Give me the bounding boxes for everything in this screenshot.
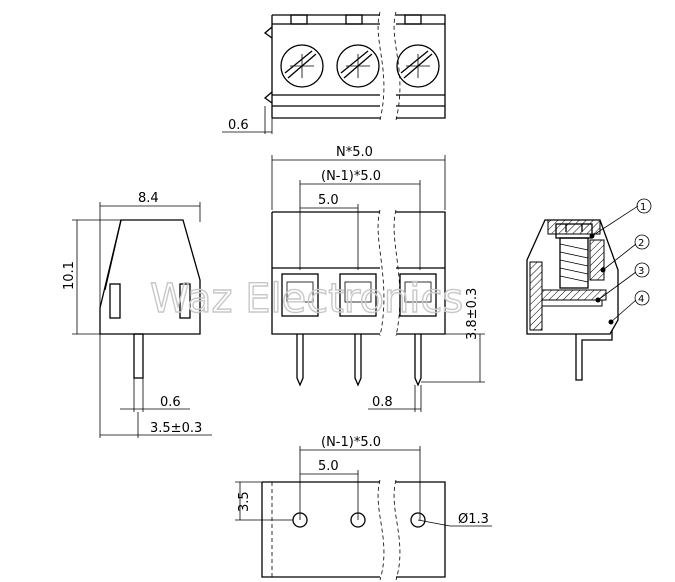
dim-bottom-pitch: 5.0 — [318, 459, 339, 474]
dim-pin-offset: 3.5±0.3 — [150, 421, 202, 436]
dim-hole-diameter: Ø1.3 — [458, 512, 489, 527]
dim-pin-length: 3.8±0.3 — [465, 288, 480, 340]
side-view: 8.4 10.1 0.6 3.5±0.3 — [62, 191, 212, 438]
watermark: Waz Electronics — [150, 276, 463, 322]
screw-head-1 — [280, 44, 324, 88]
dim-side-width: 8.4 — [138, 191, 159, 206]
dim-hole-offset: 3.5 — [237, 491, 252, 512]
dim-top-offset: 0.6 — [228, 118, 249, 133]
dim-pin-thickness: 0.8 — [372, 395, 393, 410]
screw-head-3 — [396, 44, 440, 88]
top-view: 0.6 — [222, 11, 446, 134]
section-view: 1 2 3 4 — [526, 198, 652, 381]
dim-pitch-total: N*5.0 — [336, 145, 373, 160]
callout-3: 3 — [638, 266, 644, 277]
callout-2: 2 — [638, 238, 644, 249]
dim-pin-width: 0.6 — [160, 395, 181, 410]
screw-head-2 — [336, 44, 380, 88]
dim-pitch-minus-one: (N-1)*5.0 — [321, 169, 381, 184]
dim-side-height: 10.1 — [62, 261, 77, 290]
bottom-view: (N-1)*5.0 5.0 3.5 Ø1.3 — [235, 435, 492, 581]
front-view: N*5.0 (N-1)*5.0 5.0 3.8±0.3 0.8 — [271, 145, 485, 412]
dim-bottom-pitch-minus-one: (N-1)*5.0 — [321, 435, 381, 450]
dim-pitch: 5.0 — [318, 193, 339, 208]
callout-1: 1 — [640, 202, 646, 213]
callout-4: 4 — [638, 294, 644, 305]
